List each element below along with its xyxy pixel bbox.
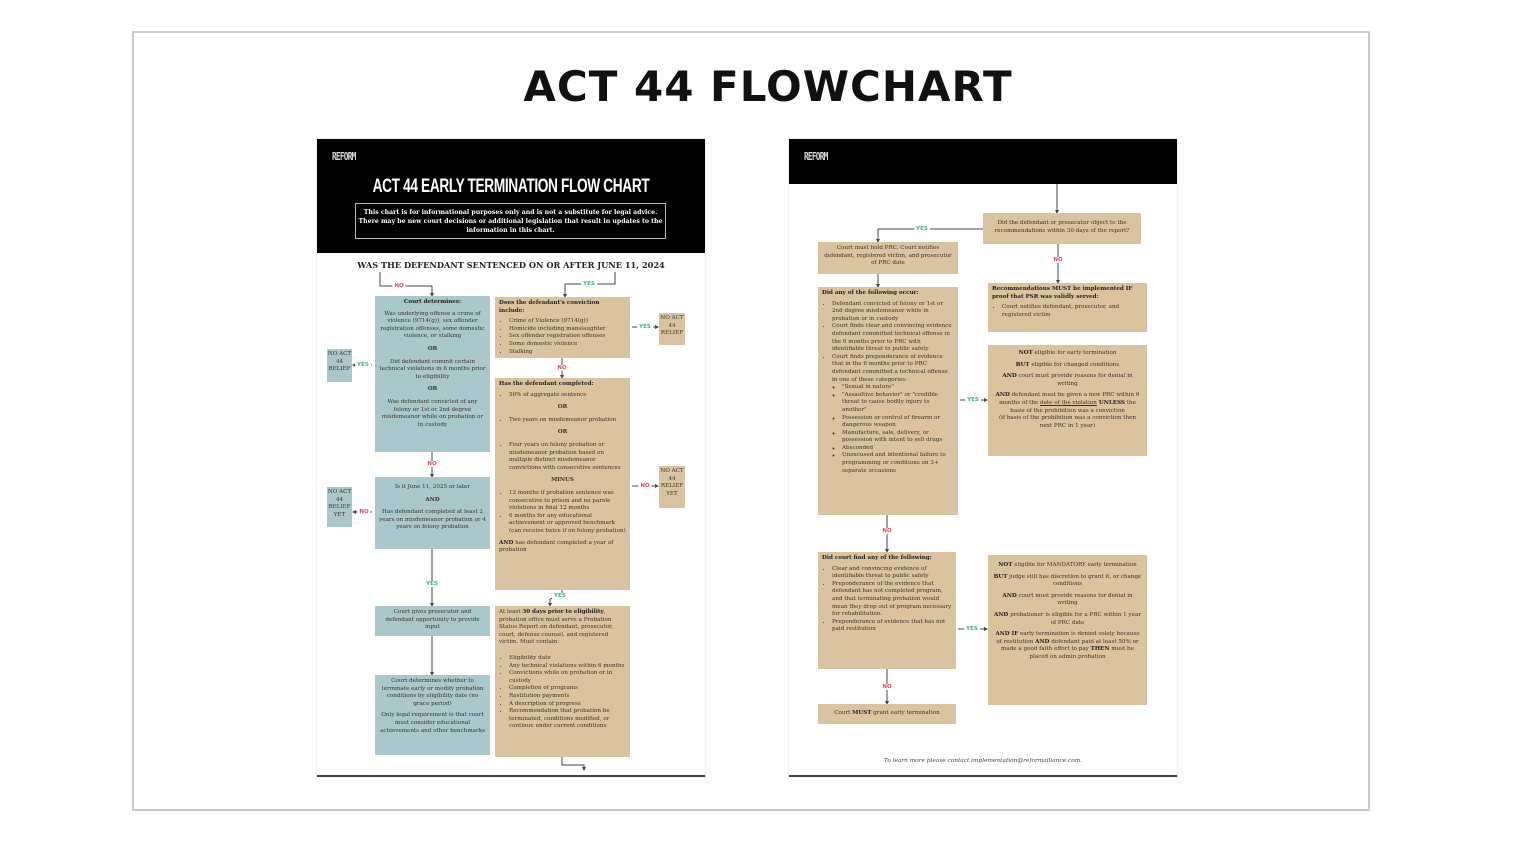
yes-label: YES	[581, 281, 597, 287]
no-label: NO	[880, 684, 894, 690]
yes-label: YES	[637, 324, 653, 330]
slide-frame	[132, 31, 1370, 811]
hold-prc-box: Court must hold PRC. Court notifies defe…	[818, 242, 958, 274]
flowchart-page-1: REFORM ACT 44 EARLY TERMINATION FLOW CHA…	[317, 139, 705, 777]
completed-box: Has the defendant completed: 50% of aggr…	[495, 378, 630, 590]
no-label: NO	[1051, 257, 1065, 263]
flowchart-page-2: REFORM YES NO YES NO YES NO Did the defe…	[789, 139, 1177, 777]
no-relief-box: NO ACT 44 RELIEF	[659, 313, 685, 345]
june-2025-box: Is it June 11, 2025 or later AND Has def…	[375, 477, 490, 549]
yes-label: YES	[964, 626, 980, 632]
probation-status-report-box: At least 30 days prior to eligibility, p…	[495, 606, 630, 757]
yes-label: YES	[552, 593, 568, 599]
recommendations-box: Recommendations MUST be implemented IF p…	[988, 283, 1147, 332]
page-header: REFORM	[789, 139, 1177, 184]
did-court-find-box: Did court find any of the following: Cle…	[818, 552, 956, 669]
yes-label: YES	[355, 362, 371, 368]
contact-footer: To learn more please contact implementat…	[883, 758, 1083, 764]
not-mandatory-box: NOT eligible for MANDATORY early termina…	[988, 555, 1147, 705]
must-grant-box: Court MUST grant early termination	[818, 704, 956, 724]
no-label: NO	[357, 509, 371, 515]
start-question: WAS THE DEFENDANT SENTENCED ON OR AFTER …	[357, 260, 665, 270]
document-title: ACT 44 EARLY TERMINATION FLOW CHART	[372, 176, 650, 197]
yes-label: YES	[965, 397, 981, 403]
no-label: NO	[638, 483, 652, 489]
no-relief-yet-box: NO ACT 44 RELIEF YET	[659, 466, 685, 508]
not-eligible-box: NOT eligible for early termination BUT e…	[988, 345, 1147, 456]
yes-label: YES	[424, 581, 440, 587]
court-gives-input-box: Court gives prosecutor and defendant opp…	[375, 606, 490, 636]
no-label: NO	[392, 283, 406, 289]
reform-logo: REFORM	[332, 150, 356, 163]
no-relief-box: NO ACT 44 RELIEF	[327, 349, 352, 382]
conviction-include-box: Does the defendant's conviction include:…	[495, 297, 630, 358]
did-any-occur-box: Did any of the following occur: Defendan…	[818, 287, 958, 515]
no-relief-yet-box: NO ACT 44 RELIEF YET	[327, 487, 352, 527]
yes-label: YES	[914, 226, 930, 232]
no-label: NO	[880, 528, 894, 534]
court-determines-box: Court determines: Was underlying offense…	[375, 296, 490, 452]
page-header: REFORM ACT 44 EARLY TERMINATION FLOW CHA…	[317, 139, 705, 253]
reform-logo: REFORM	[804, 150, 828, 163]
no-label: NO	[425, 461, 439, 467]
slide-title: ACT 44 FLOWCHART	[523, 62, 1013, 111]
disclaimer: This chart is for informational purposes…	[355, 203, 666, 239]
object-question-box: Did the defendant or prosecutor object t…	[983, 213, 1141, 244]
court-decides-box: Court determines whether to terminate ea…	[375, 675, 490, 755]
no-label: NO	[555, 365, 569, 371]
